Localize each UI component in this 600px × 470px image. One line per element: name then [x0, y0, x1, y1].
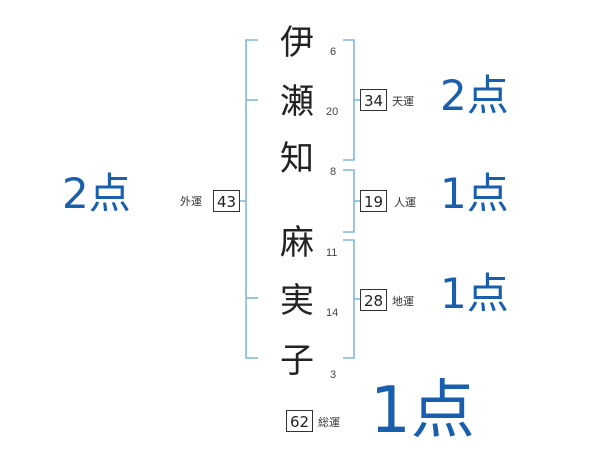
- name-char-5: 実: [280, 281, 314, 321]
- jinun-bracket: [343, 169, 355, 233]
- gaiun-value-box: 43: [213, 190, 240, 212]
- souun-value-box: 62: [286, 410, 313, 432]
- chiun-value-box: 28: [360, 289, 387, 311]
- tenun-label: 天運: [392, 95, 414, 108]
- souun-label: 総運: [318, 416, 340, 429]
- stroke-count-5: 14: [326, 307, 339, 319]
- name-char-2: 瀬: [280, 82, 314, 122]
- chiun-score: 1点: [440, 269, 509, 318]
- name-char-1: 伊: [280, 23, 314, 63]
- gaiun-label: 外運: [180, 195, 202, 208]
- stroke-count-4: 11: [326, 247, 338, 259]
- tenun-value-box: 34: [360, 89, 387, 111]
- stroke-count-3: 8: [330, 166, 337, 178]
- jinun-score: 1点: [440, 169, 509, 218]
- chiun-label: 地運: [392, 295, 414, 308]
- name-char-6: 子: [280, 341, 314, 381]
- stroke-count-2: 20: [326, 106, 339, 118]
- tenun-score: 2点: [440, 71, 509, 120]
- name-char-3: 知: [280, 139, 314, 179]
- stroke-count-6: 3: [330, 369, 337, 381]
- jinun-label: 人運: [394, 196, 416, 209]
- souun-score: 1点: [370, 374, 475, 448]
- jinun-value-box: 19: [360, 190, 387, 212]
- tenun-bracket: [343, 39, 355, 161]
- stroke-count-1: 6: [330, 46, 337, 58]
- gaiun-score: 2点: [62, 169, 131, 218]
- left-bracket: [245, 39, 258, 359]
- chiun-bracket: [343, 239, 355, 359]
- name-char-4: 麻: [280, 223, 314, 263]
